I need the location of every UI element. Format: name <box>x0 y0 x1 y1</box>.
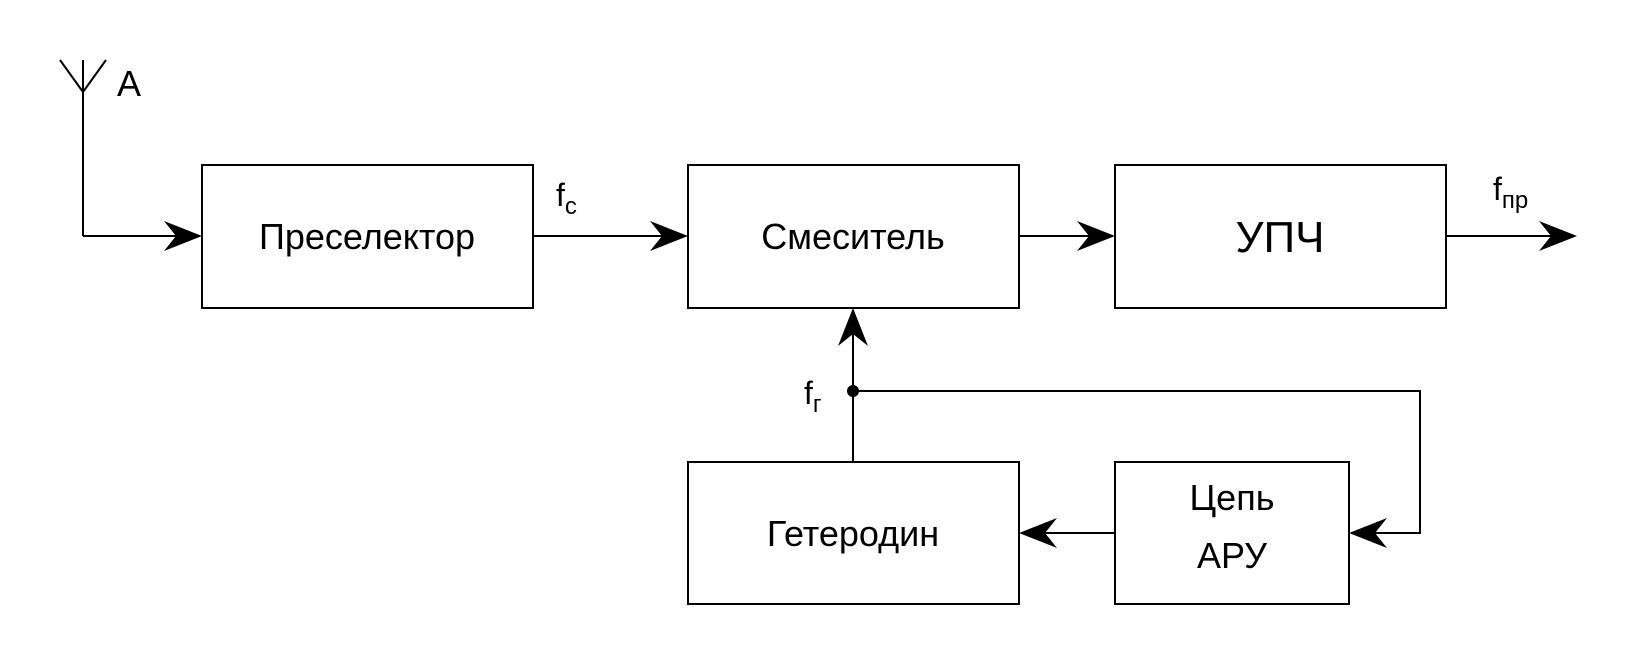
signal-fg-label: fг <box>804 375 822 418</box>
agc-label-line1: Цепь <box>1190 477 1275 518</box>
heterodyne-label: Гетеродин <box>767 513 939 554</box>
arrow-into-heterodyne <box>1019 518 1057 548</box>
agc-label-line2: АРУ <box>1197 535 1268 576</box>
signal-fpr-label: fпр <box>1493 171 1528 214</box>
antenna-icon <box>59 59 107 236</box>
mixer-block <box>687 164 1020 309</box>
signal-fc-label: fc <box>556 177 577 220</box>
arrow-output <box>1539 221 1577 251</box>
agc-block <box>1114 461 1350 605</box>
arrow-into-preselector <box>164 221 202 251</box>
arrow-into-ifa <box>1077 221 1115 251</box>
ifa-label: УПЧ <box>1236 213 1325 262</box>
ifa-block <box>1114 164 1447 309</box>
heterodyne-block <box>687 461 1020 605</box>
antenna-label: А <box>117 63 141 104</box>
wire-branch-agc <box>853 390 1421 534</box>
arrow-into-mixer-bottom <box>838 308 868 346</box>
mixer-label: Смеситель <box>761 216 945 257</box>
preselector-block <box>201 164 534 309</box>
arrow-into-mixer <box>650 221 688 251</box>
preselector-label: Преселектор <box>259 216 475 257</box>
arrow-into-agc <box>1349 518 1387 548</box>
